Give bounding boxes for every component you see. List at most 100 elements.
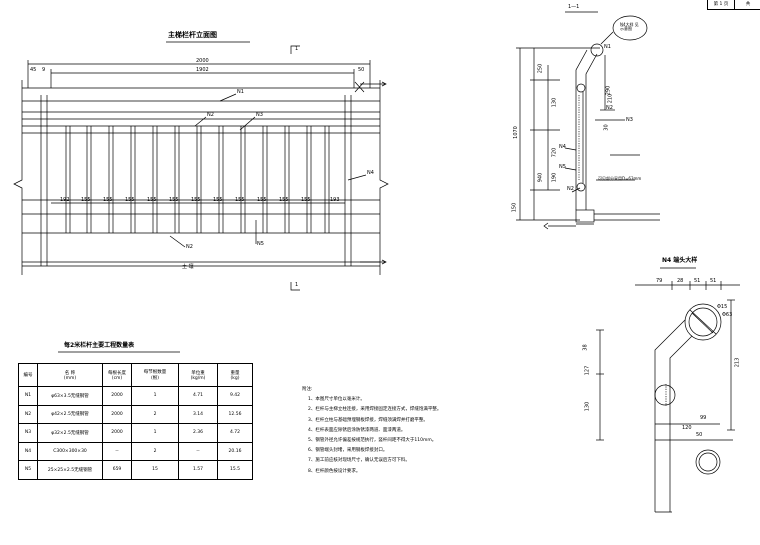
- label-n5: N5: [257, 241, 264, 247]
- section-post-left: [575, 49, 588, 210]
- detail-title: N4 端头大样: [662, 257, 698, 264]
- spacing-11: 155: [301, 197, 311, 203]
- detail-post-outer: [654, 319, 686, 512]
- title-block-total: 共: [745, 2, 751, 7]
- det-dim-79: 79: [656, 278, 663, 284]
- materials-table: 编号 名 称 (mm) 每根长度 (cm) 每节根数量 (根) 单位重 (kg/…: [18, 363, 253, 480]
- callout-bubble: [612, 15, 648, 41]
- sec-dim-250: 250: [537, 63, 544, 74]
- note-item: 2、栏杆与主梯立柱连接，采用焊接固定连接方式，焊缝饱满平整。: [308, 407, 442, 413]
- spacing-4: 155: [147, 197, 157, 203]
- label-n2: N2: [207, 112, 214, 118]
- section-top-rail: [590, 43, 604, 57]
- det-dim-phi15: Φ15: [717, 304, 728, 310]
- dim-right-a: 50: [358, 67, 365, 73]
- spacing-9: 155: [257, 197, 267, 203]
- section-cut-bottom: [290, 282, 300, 291]
- spacing-1: 155: [81, 197, 91, 203]
- detail-mid-rail: [654, 384, 676, 406]
- col-length: 每根长度 (cm): [102, 363, 132, 387]
- break-right: [379, 80, 389, 275]
- sec-label-n4: N4: [559, 144, 566, 150]
- det-dim-130: 130: [584, 401, 591, 412]
- spacing-5: 155: [169, 197, 179, 203]
- sec-label-n1: N1: [604, 44, 611, 50]
- sec-dim-720: 720: [551, 147, 558, 158]
- section-marker-bottom: 1: [295, 282, 299, 288]
- col-no: 编号: [18, 363, 38, 387]
- note-item: 3、栏杆立柱与基础预埋钢板焊接，焊缝须满焊并打磨平整。: [308, 417, 428, 423]
- table-title: 每2米栏杆主要工程数量表: [64, 342, 135, 349]
- spacing-2: 155: [103, 197, 113, 203]
- sec-label-n3: N3: [626, 117, 633, 123]
- front-elevation-title: 主梯栏杆立面图: [168, 31, 217, 39]
- sec-dim-210: 210: [607, 93, 614, 104]
- det-dim-120: 120: [682, 425, 692, 431]
- col-count: 每节根数量 (根): [131, 363, 179, 387]
- sec-label-n2: N2: [606, 105, 613, 111]
- col-weight: 重量 (kg): [217, 363, 253, 387]
- label-n4: N4: [367, 170, 374, 176]
- sec-dim-190: 190: [551, 172, 558, 183]
- note-item: 1、本图尺寸单位以毫米计。: [308, 397, 365, 403]
- notes-heading: 附注:: [302, 387, 313, 392]
- note-item: 8、栏杆颜色按设计要求。: [308, 468, 361, 474]
- dim-inner: 1902: [196, 67, 209, 73]
- label-n3: N3: [256, 112, 263, 118]
- sec-dim-30: 30: [603, 124, 610, 131]
- sec-dim-150: 150: [511, 202, 518, 213]
- spacing-3: 155: [125, 197, 135, 203]
- spacing-8: 155: [235, 197, 245, 203]
- det-dim-28: 28: [677, 278, 684, 284]
- note-item: 4、栏杆表面应除锈后涂防锈漆两道、面漆两道。: [308, 427, 406, 433]
- section-note: 可见部分采用D=63mm: [598, 176, 642, 181]
- note-item: 5、钢管外径允许偏差按规范执行，竖杆间距不得大于110mm。: [308, 438, 437, 444]
- title-block: 第 1 页 共: [707, 0, 760, 10]
- det-dim-127: 127: [584, 365, 591, 376]
- dim-left-a: 45: [30, 67, 37, 73]
- col-unit-weight: 单位重 (kg/m): [178, 363, 218, 387]
- det-dim-213: 213: [734, 357, 741, 368]
- sec-dim-130: 130: [551, 97, 558, 108]
- table-header-row: 编号 名 称 (mm) 每根长度 (cm) 每节根数量 (根) 单位重 (kg/…: [18, 363, 253, 387]
- ground-mark: 土 壤: [182, 264, 194, 270]
- section-marker-top: 1: [295, 46, 299, 52]
- det-dim-51b: 51: [710, 278, 717, 284]
- callout-text: N4大样 见示意图: [620, 22, 639, 31]
- section-cut-top: [290, 45, 300, 54]
- detail-top-rail-outer: [684, 303, 722, 341]
- label-n2-low: N2: [186, 244, 193, 250]
- det-dim-phi63: Φ63: [722, 312, 733, 318]
- det-dim-50: 50: [696, 432, 703, 438]
- detail-lower-rail: [695, 449, 721, 475]
- dim-total: 2000: [196, 58, 209, 64]
- note-item: 6、钢管端头封堵，采用钢板焊接封口。: [308, 448, 388, 454]
- balusters: [65, 126, 330, 233]
- sec-label-n5: N5: [559, 164, 566, 170]
- sec-dim-1070: 1070: [512, 126, 519, 139]
- break-left: [13, 80, 23, 275]
- spacing-0: 192: [60, 197, 70, 203]
- label-n1: N1: [237, 89, 244, 95]
- dim-left-b: 9: [42, 67, 46, 73]
- sec-label-n2b: N2: [567, 186, 574, 192]
- notes-block: 附注: 1、本图尺寸单位以毫米计。 2、栏杆与主梯立柱连接，采用焊接固定连接方式…: [302, 385, 442, 477]
- title-block-page: 第 1 页: [708, 0, 735, 9]
- spacing-6: 155: [191, 197, 201, 203]
- spacing-12: 193: [330, 197, 340, 203]
- spacing-10: 155: [279, 197, 289, 203]
- section-post-right: [585, 53, 598, 210]
- col-name: 名 称 (mm): [37, 363, 103, 387]
- spacing-7: 155: [213, 197, 223, 203]
- det-dim-38: 38: [582, 344, 589, 351]
- note-item: 7、施工前应核对现场尺寸，确认无误后方可下料。: [308, 458, 410, 464]
- det-dim-99: 99: [700, 415, 707, 421]
- det-dim-51a: 51: [694, 278, 701, 284]
- section-title: 1—1: [568, 4, 580, 10]
